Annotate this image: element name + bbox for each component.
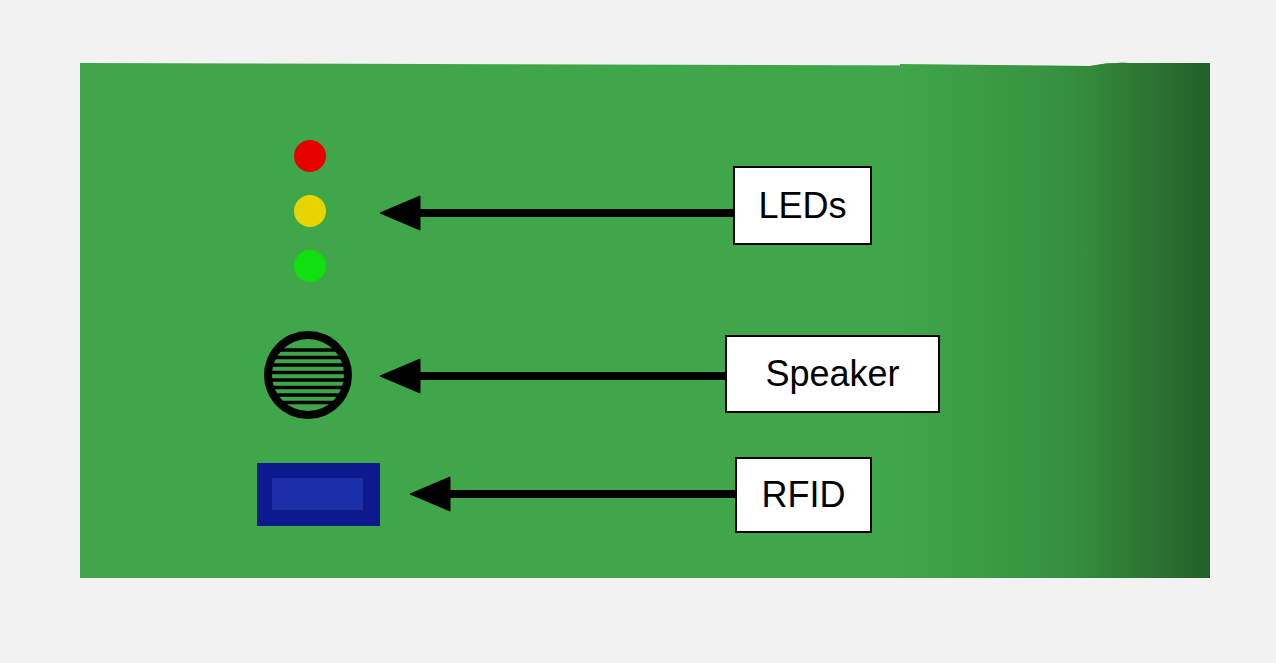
leader-line (410, 372, 725, 380)
green-housing (80, 63, 1210, 578)
speaker-grille (260, 331, 356, 419)
leader-line (410, 209, 733, 217)
grille-stroke (260, 393, 356, 397)
label-box: Speaker (725, 335, 940, 413)
grille-stroke (260, 386, 356, 390)
label-box: RFID (735, 457, 872, 533)
grille-stroke (260, 363, 356, 367)
arrow-head (380, 196, 420, 230)
label-text: LEDs (758, 186, 846, 226)
grille-stroke (260, 378, 356, 382)
grille-stroke (260, 401, 356, 405)
grille-stroke (260, 371, 356, 375)
rfid-reader (257, 463, 380, 526)
arrow-head (380, 359, 420, 393)
label-text: RFID (762, 475, 846, 515)
rfid-window (272, 478, 363, 510)
grille-stroke (260, 356, 356, 360)
leader-arrows (380, 196, 735, 511)
red-led (294, 140, 326, 172)
label-text: Speaker (765, 354, 899, 394)
housing-shading (900, 63, 1210, 578)
yellow-led (294, 195, 326, 227)
green-led (294, 250, 326, 282)
grille-stroke (260, 348, 356, 352)
leader-line (440, 490, 735, 498)
label-box: LEDs (733, 166, 872, 245)
arrow-head (410, 477, 450, 511)
